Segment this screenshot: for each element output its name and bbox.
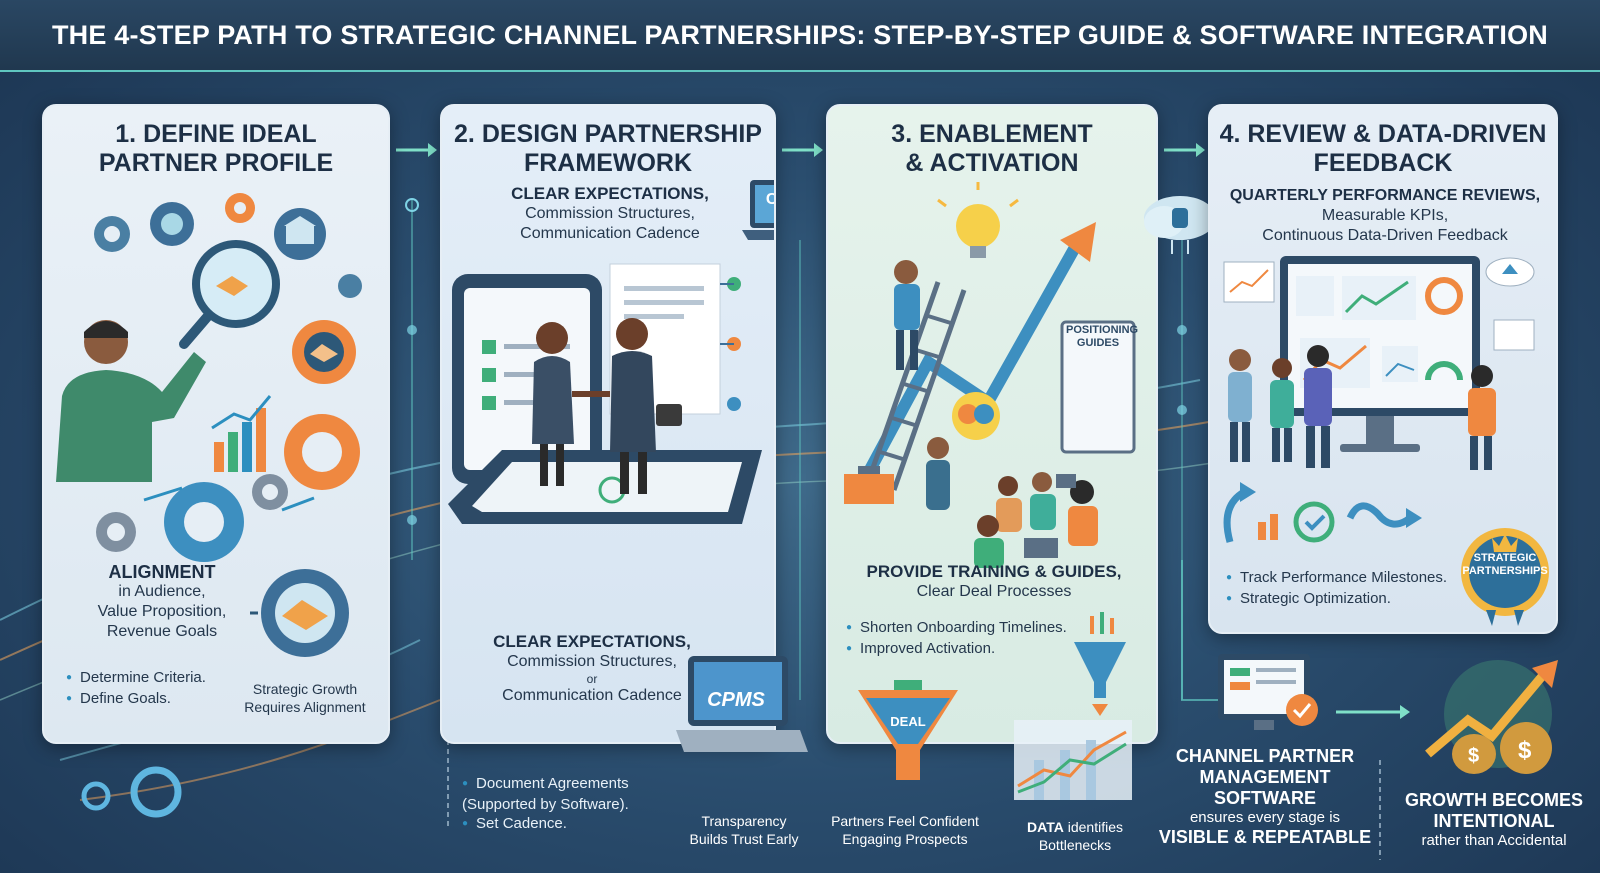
gear-icon: [81, 781, 111, 811]
arrow-step1-to-step2: [396, 143, 437, 157]
data-caption: DATA identifies Bottlenecks: [1027, 819, 1123, 853]
bullet-item: Track Performance Milestones.: [1226, 568, 1447, 589]
ladder-icon: [865, 281, 967, 491]
gear-icon: [252, 474, 288, 510]
step3-caption: Partners Feel Confident Engaging Prospec…: [831, 813, 979, 847]
step1-caption: Strategic Growth Requires Alignment: [244, 681, 366, 715]
deal-funnel-icon: [858, 680, 958, 780]
step3-bullets: Shorten Onboarding Timelines. Improved A…: [846, 618, 1067, 660]
filter-funnel-icon: [1074, 612, 1126, 716]
step3-headline-block: Provide Training & Guides, Clear Deal Pr…: [866, 562, 1122, 600]
platform-base: [448, 450, 762, 524]
step2-panel: 2. Design Partnership Framework Clear Ex…: [440, 104, 776, 744]
gear-icon: [225, 193, 255, 223]
step2-top-text: Clear Expectations, Commission Structure…: [511, 184, 709, 242]
people-group: [1228, 345, 1496, 470]
growth-text: Growth Becomes Intentional rather than A…: [1405, 790, 1583, 849]
step2-caption: Transparency Builds Trust Early: [689, 813, 799, 847]
bank-icon: [274, 208, 326, 260]
cycle-arrow-icon: [1346, 502, 1422, 528]
bullet-item: Improved Activation.: [846, 639, 1067, 660]
step3-panel: 3. Enablement & Activation: [826, 104, 1158, 744]
person-figure: [56, 320, 206, 482]
bar-chart-icon: [211, 395, 272, 472]
bar-chart-icon: [1258, 514, 1278, 540]
cpms-small-laptop-label: CPMS: [707, 689, 765, 711]
step2-title: 2. Design Partnership Framework: [454, 120, 762, 177]
step3-title: 3. Enablement & Activation: [891, 120, 1093, 177]
check-circle-icon: [1293, 501, 1335, 543]
deal-funnel-label: DEAL: [890, 714, 926, 729]
bullet-item: Document Agreements (Supported by Softwa…: [462, 774, 662, 814]
step3-illustration: [844, 182, 1136, 568]
handshake-gear-icon: [250, 569, 349, 657]
arrow-step2-to-step3: [782, 143, 823, 157]
growth-money-icon: $ $: [1425, 660, 1558, 774]
person-figure: [894, 260, 920, 370]
step4-bullets: Track Performance Milestones. Strategic …: [1226, 568, 1447, 610]
gear-icon: [96, 512, 136, 552]
badge-label: Strategic Partnerships: [1462, 552, 1548, 577]
cpms-laptop-icon: [742, 180, 774, 240]
cpms-small-laptop-icon: [676, 656, 808, 752]
gear-icon: [284, 414, 360, 490]
positioning-guide-book: [1060, 320, 1136, 454]
step1-panel: 1. Define Ideal Partner Profile: [42, 104, 390, 744]
gear-icon: [130, 766, 182, 818]
svg-text:$: $: [1468, 745, 1479, 767]
cpms-laptop-label: CPMS: [754, 190, 774, 210]
software-monitor-icon: [1218, 654, 1318, 730]
bullet-item: Set Cadence.: [462, 814, 662, 835]
page-title: The 4-Step Path to Strategic Channel Par…: [51, 19, 1549, 50]
step4-illustration: [1223, 256, 1535, 543]
handshake-gear-icon: [292, 320, 356, 384]
step4-title: 4. Review & Data-Driven Feedback: [1219, 120, 1547, 177]
people-group: [926, 437, 1098, 568]
brain-lightbulb-icon: [952, 392, 1000, 440]
step2-bullets: Document Agreements (Supported by Softwa…: [462, 774, 662, 835]
software-text: Channel Partner Management Software ensu…: [1158, 746, 1372, 847]
step2-illustration: [448, 263, 762, 524]
bullet-item: Strategic Optimization.: [1226, 589, 1447, 610]
bullet-item: Shorten Onboarding Timelines.: [846, 618, 1067, 639]
person-figure: [532, 322, 574, 486]
arrow-to-growth: [1336, 705, 1410, 719]
bullet-item: Define Goals.: [66, 689, 206, 710]
strategic-partnerships-badge: [1461, 528, 1549, 626]
gear-icon: [164, 482, 244, 562]
step1-title: 1. Define Ideal Partner Profile: [98, 120, 334, 177]
cloud-upload-icon: [1485, 257, 1535, 287]
bullet-item: Determine Criteria.: [66, 668, 206, 689]
magnifier-icon: [179, 240, 280, 349]
step4-headline-block: Quarterly Performance Reviews, Measurabl…: [1229, 187, 1541, 244]
data-line-chart-icon: [1014, 720, 1132, 800]
cloud-database-icon: [1144, 196, 1216, 254]
page-header: The 4-Step Path to Strategic Channel Par…: [0, 0, 1600, 72]
lightbulb-icon: [937, 182, 1019, 258]
svg-text:$: $: [1518, 737, 1532, 764]
positioning-guide-label: Positioning Guides: [1066, 324, 1139, 349]
arrow-step3-to-step4: [1164, 143, 1205, 157]
chart-card: [1223, 261, 1275, 303]
decorative-gears: [81, 766, 182, 818]
step2-headline-block: Clear Expectations, Commission Structure…: [493, 632, 691, 704]
gear-icon: [94, 216, 130, 252]
person-figure: [610, 318, 682, 494]
cycle-arrow-icon: [1223, 482, 1256, 543]
step1-bullets: Determine Criteria. Define Goals.: [66, 668, 206, 710]
step1-headline-block: Alignment in Audience, Value Proposition…: [97, 562, 227, 640]
toolbox-icon: [844, 466, 894, 504]
gear-icon: [150, 202, 194, 246]
step1-illustration: [56, 193, 362, 562]
